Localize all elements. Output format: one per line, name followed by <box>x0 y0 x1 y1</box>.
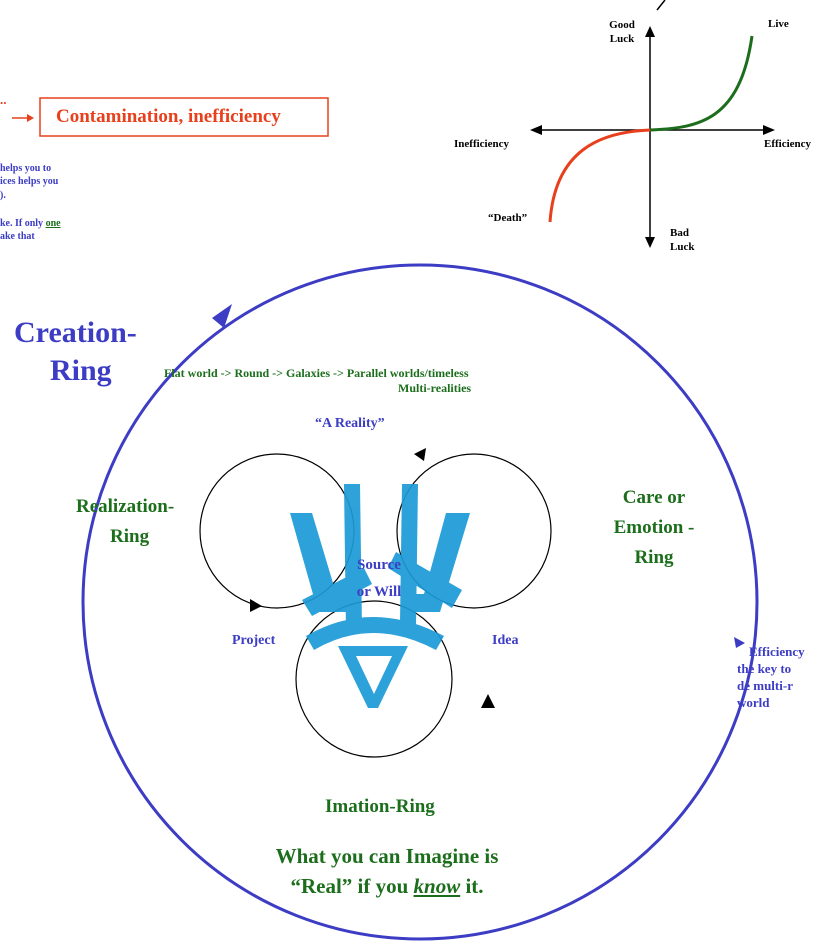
care-ring-arrow <box>414 448 426 461</box>
axis-arrow-left <box>530 125 542 135</box>
fragment-one: one <box>45 218 61 229</box>
imagine-line-2-pre: “Real” if you <box>290 874 414 898</box>
source-symbol <box>290 484 470 708</box>
idea-label: Idea <box>492 633 519 648</box>
worlds-line-2: Multi-realities <box>398 381 472 395</box>
realization-ring-title-1: Realization- <box>76 496 175 517</box>
bad-luck-line-1: Bad <box>670 227 689 239</box>
good-luck-line-2: Luck <box>609 33 635 45</box>
axis-arrow-right <box>763 125 775 135</box>
side-arrow <box>734 637 745 648</box>
inefficiency-label: Inefficiency <box>454 138 509 150</box>
live-label: Live <box>768 18 789 30</box>
efficiency-label: Efficiency <box>764 138 812 150</box>
side-line-1: Efficiency <box>749 644 805 659</box>
imagine-line-2-post: it. <box>460 874 484 898</box>
death-curve <box>548 128 651 223</box>
fragment-line-4: ke. If only one <box>0 218 61 229</box>
creation-ring-title-2: Ring <box>50 354 112 387</box>
care-ring-title-1: Care or <box>622 487 686 508</box>
imation-ring-title: Imation-Ring <box>325 796 435 817</box>
a-reality-label: “A Reality” <box>315 416 385 431</box>
fragment-line-3: ). <box>0 190 6 201</box>
contamination-arrowhead <box>27 114 34 122</box>
imation-ring-arrow <box>481 694 495 708</box>
realization-ring-arrow <box>250 599 262 612</box>
care-ring <box>396 453 552 609</box>
imagine-line-1: What you can Imagine is <box>275 844 499 868</box>
fragment-line-2: ices helps you <box>0 176 59 187</box>
arrow-fragment-text: .. <box>0 92 7 107</box>
side-line-2: the key to <box>737 661 792 676</box>
imagine-line-2: “Real” if you know it. <box>232 874 542 899</box>
fragment-line-4-text: ke. If only <box>0 218 46 229</box>
death-label: “Death” <box>488 212 528 224</box>
realization-ring-title-2: Ring <box>110 526 150 547</box>
bad-luck-line-2: Luck <box>670 241 695 253</box>
creation-ring <box>81 263 759 941</box>
axis-arrow-down <box>645 237 655 248</box>
source-label-2: or Will <box>356 584 402 600</box>
live-curve <box>649 35 754 132</box>
source-label-1: Source <box>357 557 401 573</box>
imagine-know: know <box>413 874 461 898</box>
good-luck-line-1: Good <box>609 19 635 31</box>
top-pointer-arrow <box>656 0 666 11</box>
project-label: Project <box>232 633 276 648</box>
creation-ring-arrow <box>212 304 232 328</box>
creation-ring-title-1: Creation- <box>14 316 137 349</box>
care-ring-title-2: Emotion - <box>613 517 695 538</box>
efficiency-graph <box>530 0 775 248</box>
imation-ring <box>295 600 453 758</box>
care-ring-title-3: Ring <box>634 547 674 568</box>
contamination-label: Contamination, inefficiency <box>56 106 281 127</box>
axis-arrow-up <box>645 26 655 37</box>
side-line-3: de multi-r <box>737 678 793 693</box>
fragment-line-5: ake that <box>0 231 35 242</box>
fragment-line-1: helps you to <box>0 163 52 174</box>
contamination-box <box>39 97 329 137</box>
worlds-line-1: Flat world -> Round -> Galaxies -> Paral… <box>164 366 469 380</box>
side-line-4: world <box>737 695 770 710</box>
